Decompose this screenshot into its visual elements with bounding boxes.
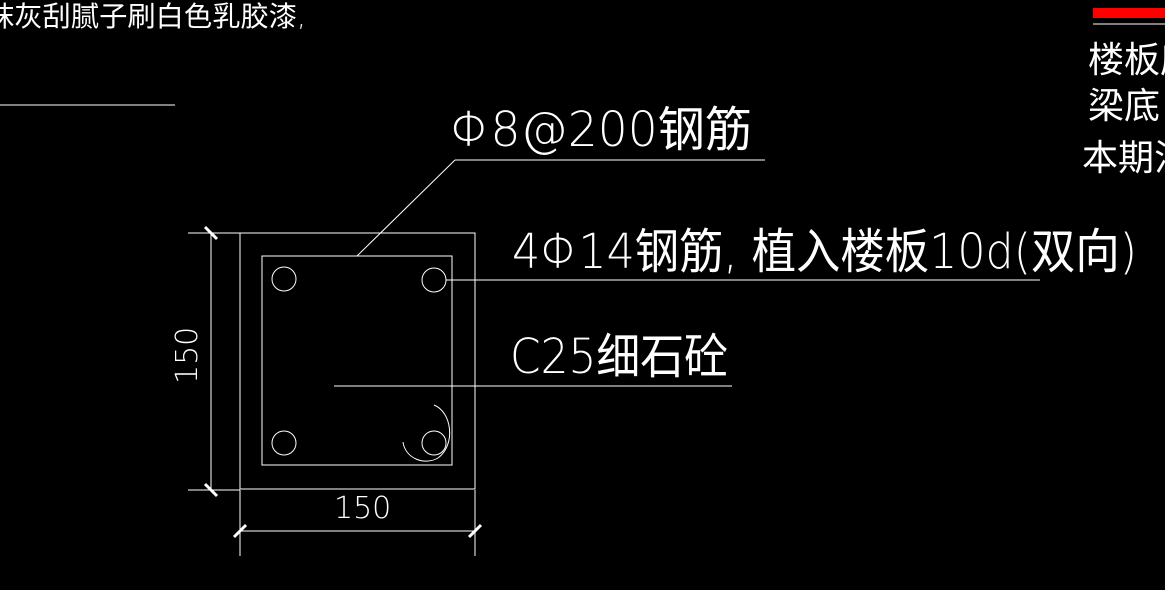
top-left-note-text: 抹灰刮腻子刷白色乳胶漆, bbox=[0, 0, 306, 33]
stirrup-leader-diagonal bbox=[356, 159, 456, 257]
horizontal-dimension-text: 150 bbox=[334, 491, 391, 526]
rebar-top-left bbox=[271, 266, 297, 292]
rebar-bottom-right bbox=[421, 430, 447, 456]
rebar-bottom-left bbox=[271, 430, 297, 456]
section-outer-boundary bbox=[239, 232, 476, 490]
right-text-line-3: 本期洪 bbox=[1082, 138, 1165, 179]
main-bar-label-text: 4Φ14钢筋, 植入楼板10d(双向) bbox=[512, 224, 1137, 280]
vertical-tick-top bbox=[203, 225, 219, 241]
stirrup-hook bbox=[402, 404, 451, 462]
concrete-label-text: C25细石砼 bbox=[510, 329, 728, 385]
horizontal-tick-left bbox=[232, 523, 248, 539]
vertical-dimension-text: 150 bbox=[170, 327, 205, 384]
stirrup-outline bbox=[261, 255, 453, 466]
vertical-tick-bottom bbox=[203, 482, 219, 498]
horizontal-tick-right bbox=[467, 523, 483, 539]
stirrup-label-text: Φ8@200钢筋 bbox=[450, 102, 752, 158]
right-text-line-1: 楼板底 bbox=[1088, 40, 1165, 81]
red-accent-bar bbox=[1093, 8, 1165, 18]
rebar-top-right bbox=[421, 267, 447, 293]
right-text-line-2: 梁底: bbox=[1088, 86, 1165, 127]
